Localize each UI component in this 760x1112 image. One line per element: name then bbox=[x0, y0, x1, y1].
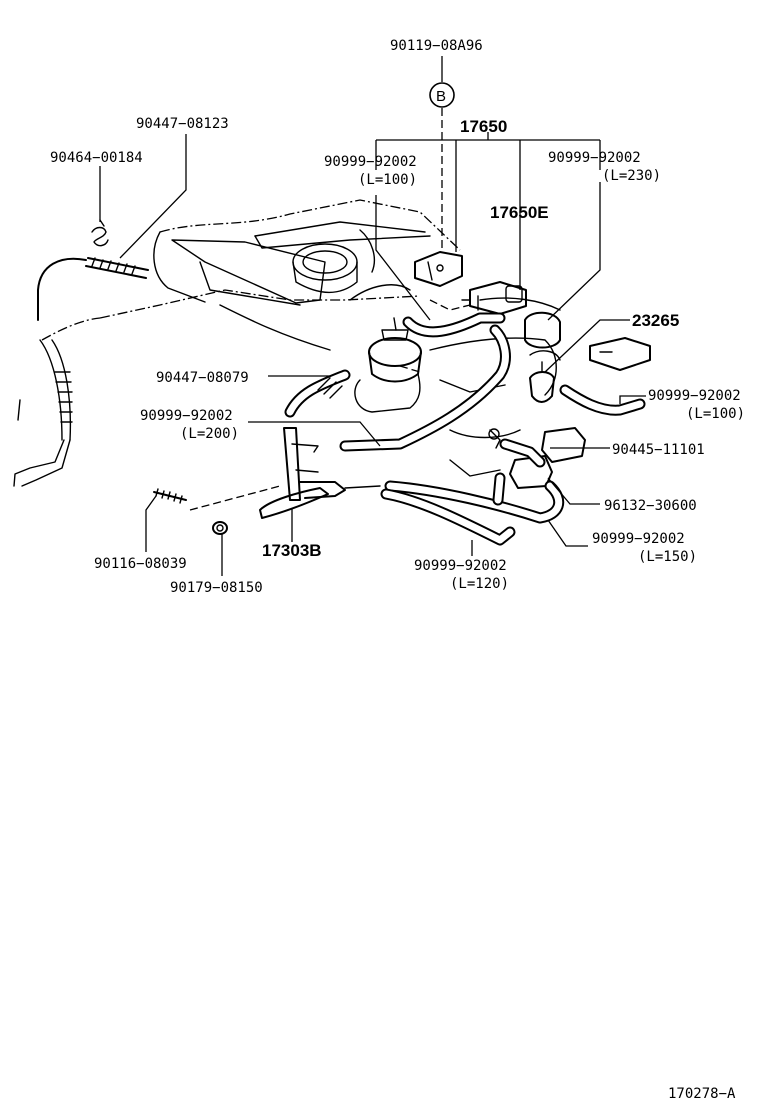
engine-intake-drawing bbox=[99, 199, 561, 477]
label-96132-30600: 96132−30600 bbox=[604, 498, 697, 514]
label-17650: 17650 bbox=[460, 117, 507, 136]
label-90999-92002-l100-b-length: (L=100) bbox=[686, 406, 745, 422]
label-90999-92002-l120-length: (L=120) bbox=[450, 576, 509, 592]
part-labels: 90119−08A96 B 17650 90447−08123 90464−00… bbox=[50, 38, 745, 1102]
label-90999-92002-l100-a: 90999−92002 bbox=[324, 154, 417, 170]
label-90999-92002-l150-length: (L=150) bbox=[638, 549, 697, 565]
label-23265: 23265 bbox=[632, 311, 679, 330]
bracket-17303b-drawing bbox=[91, 219, 381, 535]
leader-lines bbox=[99, 56, 646, 576]
label-90116-08039: 90116−08039 bbox=[94, 556, 187, 572]
figure-id: 170278−A bbox=[668, 1086, 736, 1102]
label-90999-92002-l230-length: (L=230) bbox=[602, 168, 661, 184]
callout-b-circle bbox=[429, 82, 455, 108]
label-90119-08a96: 90119−08A96 bbox=[390, 38, 483, 54]
label-90999-92002-l100-a-length: (L=100) bbox=[358, 172, 417, 188]
label-90447-08079: 90447−08079 bbox=[156, 370, 249, 386]
label-17650e: 17650E bbox=[490, 203, 549, 222]
label-90999-92002-l200-length: (L=200) bbox=[180, 426, 239, 442]
label-90999-92002-l100-b: 90999−92002 bbox=[648, 388, 741, 404]
vsv-assembly-drawing bbox=[414, 251, 651, 489]
callout-b-letter: B bbox=[436, 88, 446, 105]
label-17303b: 17303B bbox=[262, 541, 322, 560]
label-90464-00184: 90464−00184 bbox=[50, 150, 143, 166]
vacuum-hoses-drawing bbox=[13, 257, 646, 546]
label-90179-08150: 90179−08150 bbox=[170, 580, 263, 596]
label-90999-92002-l150: 90999−92002 bbox=[592, 531, 685, 547]
label-90999-92002-l230: 90999−92002 bbox=[548, 150, 641, 166]
label-90999-92002-l120: 90999−92002 bbox=[414, 558, 507, 574]
label-90999-92002-l200: 90999−92002 bbox=[140, 408, 233, 424]
label-90447-08123: 90447−08123 bbox=[136, 116, 229, 132]
label-90445-11101: 90445−11101 bbox=[612, 442, 705, 458]
